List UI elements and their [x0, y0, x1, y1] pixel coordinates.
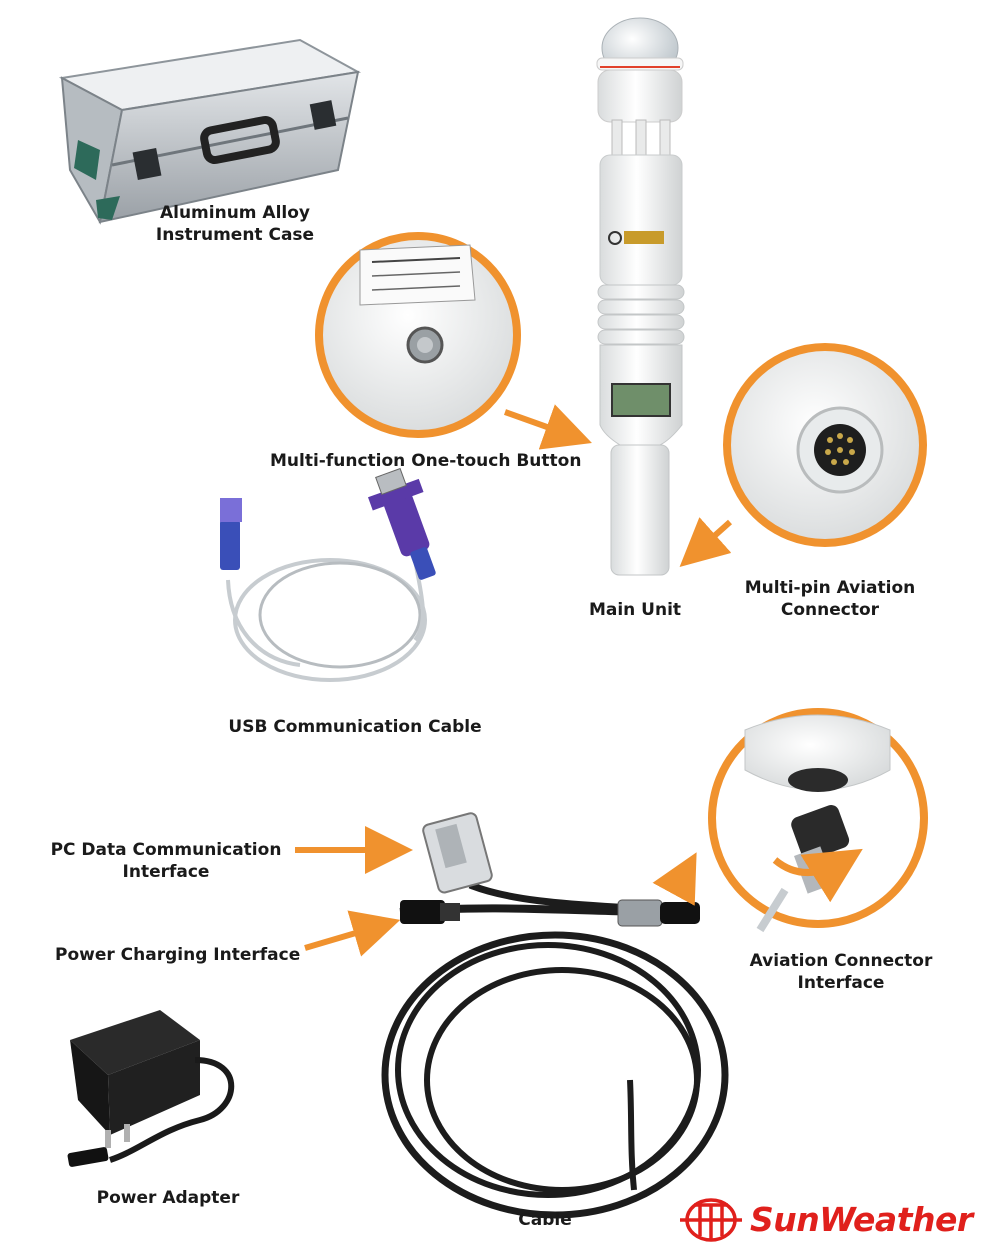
main-unit-label-text: Main Unit [588, 600, 682, 620]
arrow-to-aviation-connector [679, 517, 732, 567]
aviation-interface-label-line1: Aviation Connector [749, 951, 933, 971]
power-adapter-label: Power Adapter [90, 1187, 246, 1209]
aviation-connector-callout [723, 343, 927, 547]
brand-logo-icon [680, 1198, 742, 1242]
aviation-interface-callout [708, 708, 928, 933]
arrow-to-aviation-interface [652, 852, 697, 906]
usb-cable-label: USB Communication Cable [225, 716, 485, 738]
usb-cable-image [220, 467, 436, 682]
button-callout [315, 232, 521, 438]
brand-logo: SunWeather [678, 1196, 988, 1246]
db9-connector-image [422, 812, 493, 894]
pc-interface-label-line2: Interface [122, 862, 210, 882]
aviation-interface-label: Aviation Connector Interface [745, 950, 937, 994]
case-label-line2: Instrument Case [155, 225, 315, 245]
usb-cable-label-text: USB Communication Cable [228, 717, 482, 737]
cable-label-text: Cable [518, 1210, 572, 1230]
power-interface-label: Power Charging Interface [55, 944, 301, 966]
black-cable-image [381, 881, 729, 1219]
pc-interface-label-line1: PC Data Communication [50, 840, 282, 860]
power-adapter-image [67, 1010, 235, 1167]
aviation-plug-image [617, 899, 700, 927]
power-jack-image [400, 900, 460, 924]
aluminum-case-image [58, 38, 362, 225]
cable-label: Cable [505, 1209, 585, 1231]
button-label-text: Multi-function One-touch Button [270, 451, 582, 471]
aviation-interface-label-line2: Interface [797, 973, 885, 993]
power-adapter-label-text: Power Adapter [96, 1188, 240, 1208]
arrow-to-power-interface [304, 910, 401, 957]
button-label: Multi-function One-touch Button [270, 450, 582, 472]
callout-arrows [295, 404, 732, 957]
aviation-connector-label-line1: Multi-pin Aviation [744, 578, 916, 598]
case-label-line1: Aluminum Alloy [159, 203, 311, 223]
brand-name: SunWeather [750, 1200, 973, 1239]
aviation-connector-label: Multi-pin Aviation Connector [730, 577, 930, 621]
arrow-to-button [503, 404, 592, 450]
power-interface-label-text: Power Charging Interface [55, 945, 301, 965]
main-unit-image [596, 17, 685, 576]
aviation-connector-label-line2: Connector [780, 600, 880, 620]
main-unit-label: Main Unit [580, 599, 690, 621]
case-label: Aluminum Alloy Instrument Case [140, 202, 330, 246]
pc-interface-label: PC Data Communication Interface [50, 839, 282, 883]
